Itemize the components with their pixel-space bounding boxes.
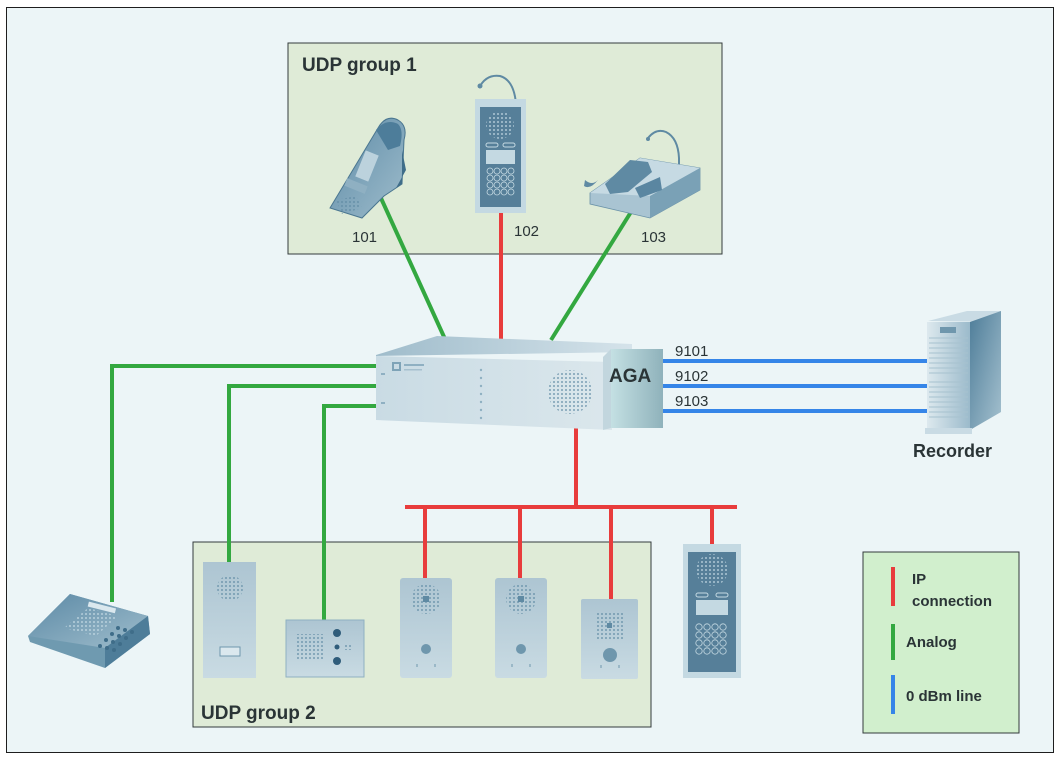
desk-master-station-icon bbox=[584, 129, 701, 219]
group2-ip-station-3[interactable] bbox=[581, 599, 638, 679]
desk-phone-icon bbox=[28, 594, 150, 668]
station-101-label: 101 bbox=[352, 229, 377, 246]
ip-intercom-station-icon bbox=[581, 599, 638, 679]
legend-label-ip-line1: IP bbox=[912, 571, 926, 588]
analog-line-speaker-unit bbox=[322, 404, 378, 620]
ip-intercom-station-icon bbox=[495, 578, 547, 678]
recorder[interactable]: Recorder bbox=[913, 311, 1001, 461]
recorder-label: Recorder bbox=[913, 441, 992, 461]
analog-line-101 bbox=[378, 195, 447, 340]
udp-group-1-title: UDP group 1 bbox=[302, 55, 417, 76]
desk-phone[interactable] bbox=[28, 594, 150, 668]
group2-panel-station[interactable] bbox=[203, 562, 256, 678]
legend-item-analog: Analog bbox=[891, 624, 957, 660]
recorder-line-9102-label: 9102 bbox=[675, 368, 708, 385]
speaker-button-unit-icon bbox=[285, 619, 365, 678]
analog-line-103 bbox=[549, 210, 633, 342]
analog-line-panel-station bbox=[227, 384, 378, 562]
ip-panel-station[interactable] bbox=[683, 544, 741, 678]
legend-label-analog: Analog bbox=[906, 634, 957, 651]
panel-station-icon bbox=[475, 74, 526, 213]
legend: IP connection Analog 0 dBm line bbox=[862, 551, 1020, 734]
legend-item-dbm: 0 dBm line bbox=[891, 675, 982, 714]
server-tower-icon bbox=[925, 311, 1001, 434]
analog-line-desk-phone bbox=[110, 364, 378, 602]
panel-station-icon bbox=[683, 544, 741, 678]
recorder-line-9103-label: 9103 bbox=[675, 393, 708, 410]
group2-ip-station-1[interactable] bbox=[400, 578, 452, 678]
group2-ip-station-2[interactable] bbox=[495, 578, 547, 678]
station-101[interactable]: 101 bbox=[329, 117, 406, 246]
ip-intercom-station-icon bbox=[400, 578, 452, 678]
udp-group-2-title: UDP group 2 bbox=[201, 703, 316, 724]
handset-station-icon bbox=[329, 117, 406, 219]
legend-label-dbm: 0 dBm line bbox=[906, 688, 982, 705]
station-103[interactable]: 103 bbox=[584, 129, 701, 246]
station-102-label: 102 bbox=[514, 223, 539, 240]
legend-label-ip-line2: connection bbox=[912, 593, 992, 610]
recorder-line-9101-label: 9101 bbox=[675, 343, 708, 360]
station-103-label: 103 bbox=[641, 229, 666, 246]
group2-speaker-unit[interactable] bbox=[285, 619, 365, 678]
aga-exchange[interactable]: AGA bbox=[376, 336, 663, 430]
exchange-chassis-icon bbox=[376, 336, 663, 430]
aga-label: AGA bbox=[609, 366, 652, 387]
legend-item-ip: IP connection bbox=[891, 567, 992, 610]
connections bbox=[110, 195, 928, 620]
station-102[interactable]: 102 bbox=[475, 74, 539, 240]
tall-speaker-panel-icon bbox=[203, 562, 256, 678]
